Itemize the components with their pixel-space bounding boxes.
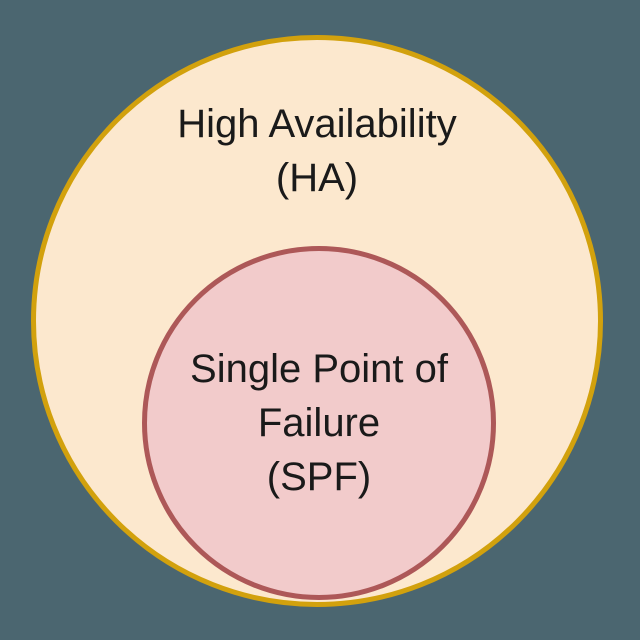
outer-circle-title: High Availability [177, 102, 457, 146]
outer-circle-abbr: (HA) [275, 156, 359, 200]
inner-circle-title-line2: Failure [257, 401, 381, 445]
inner-circle-label: Single Point of Failure (SPF) [190, 342, 448, 504]
outer-circle-label: High Availability (HA) [31, 97, 603, 205]
inner-circle-single-point-of-failure: Single Point of Failure (SPF) [142, 246, 496, 600]
inner-circle-title-line1: Single Point of [190, 347, 448, 391]
inner-circle-abbr: (SPF) [266, 455, 372, 499]
